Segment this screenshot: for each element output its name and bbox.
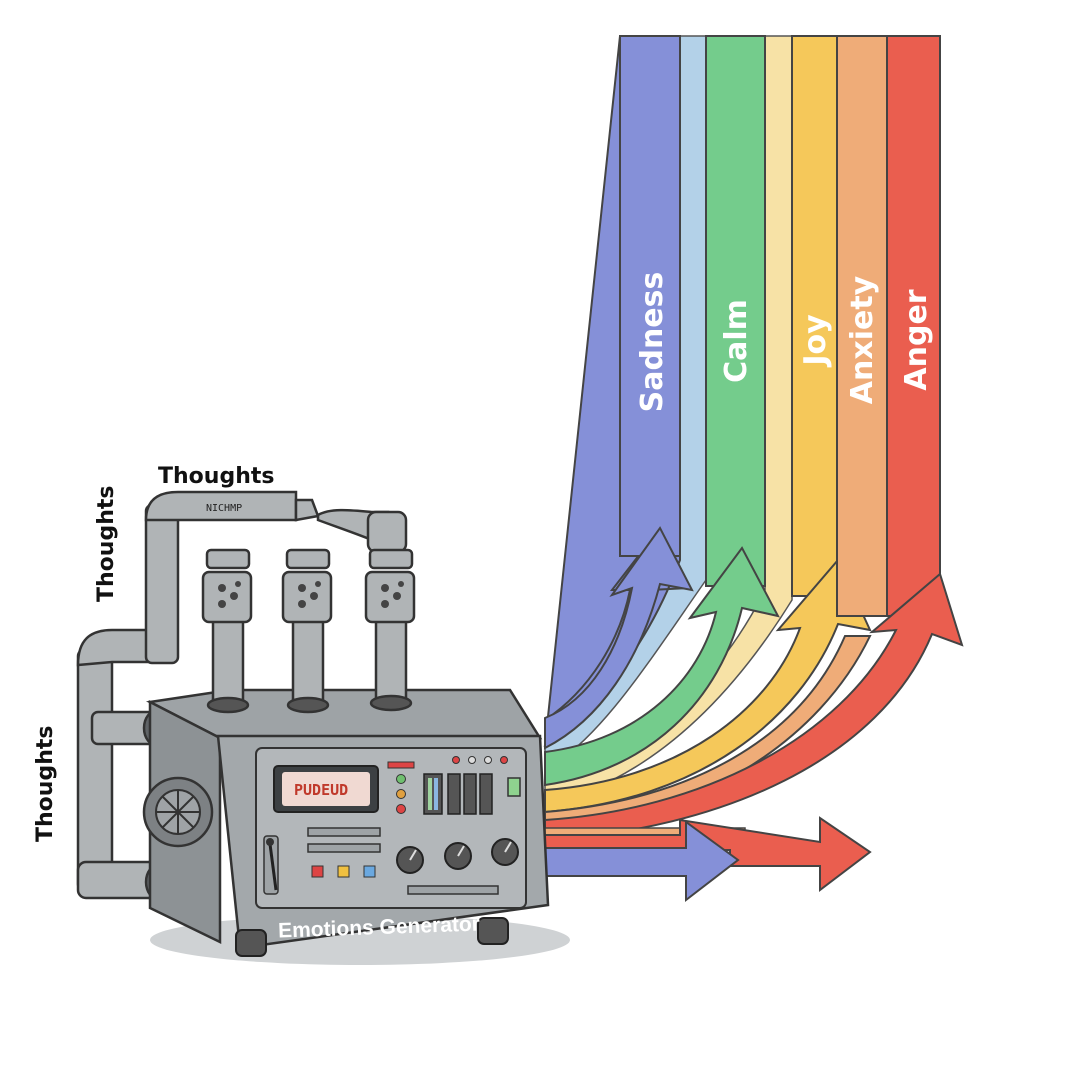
emotions-generator-machine: PUDEUD (142, 548, 570, 965)
machine-screen-text: PUDEUD (294, 781, 348, 799)
emotion-label-sadness: Sadness (635, 272, 670, 413)
emotion-stream-sadness (543, 35, 694, 750)
emotion-label-calm: Calm (719, 299, 754, 383)
emotion-streams (543, 35, 964, 903)
emotion-stream-calm (544, 35, 780, 787)
emotion-label-anxiety: Anxiety (845, 275, 880, 404)
blue-right-arrow (544, 820, 740, 903)
emotion-label-anger: Anger (899, 289, 934, 390)
emotion-stream-anger (544, 35, 964, 842)
pipe-stamp-text: NICHMP (206, 503, 242, 514)
thoughts-label-top: Thoughts (158, 464, 274, 489)
emotion-stream-anxiety (544, 35, 888, 832)
emotion-label-joy: Joy (798, 314, 833, 368)
thoughts-label-left: Thoughts (33, 726, 58, 842)
thoughts-label-middle: Thoughts (94, 486, 119, 602)
